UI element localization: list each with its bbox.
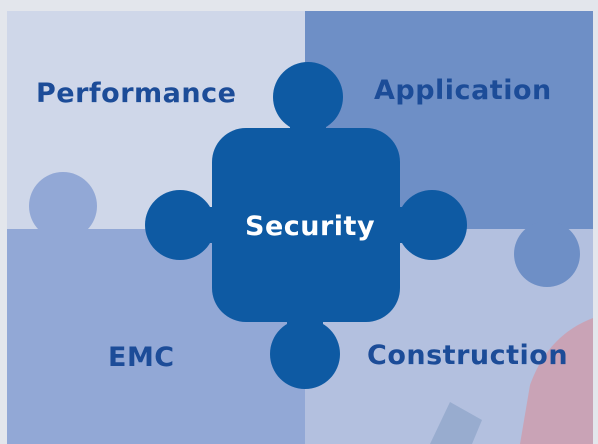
piece-center (145, 62, 467, 389)
label-application: Application (374, 75, 552, 106)
decorative-accent (430, 318, 593, 444)
label-construction: Construction (367, 340, 569, 371)
label-emc: EMC (108, 342, 175, 373)
piece-top-right (305, 11, 593, 287)
label-performance: Performance (36, 78, 237, 109)
label-security: Security (245, 211, 376, 242)
